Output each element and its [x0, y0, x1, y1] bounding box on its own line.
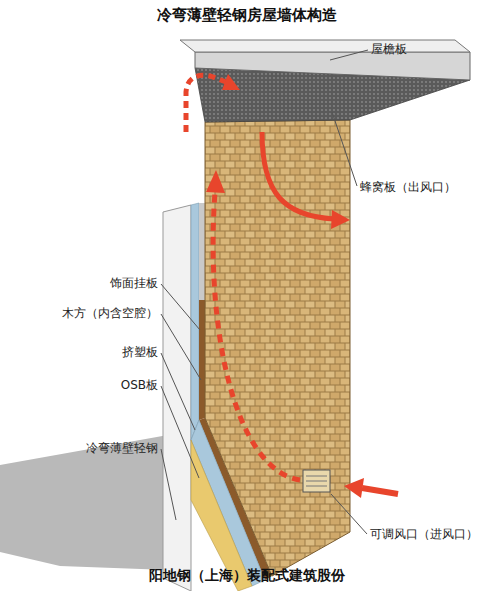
ground-shadow [0, 435, 168, 570]
eave-front [195, 52, 470, 80]
vent [303, 470, 330, 492]
part-label: 饰面挂板 [110, 276, 158, 290]
part-label: 挤塑板 [122, 345, 158, 359]
part-label: 冷弯薄壁轻钢 [86, 441, 158, 455]
brick-wall [205, 120, 350, 576]
part-label: 可调风口（进风口） [370, 527, 478, 541]
leader-lines [161, 50, 368, 534]
wood-strip [199, 300, 205, 420]
airflow-arrows [186, 75, 398, 494]
eave-top [180, 40, 470, 52]
steel-panel [163, 205, 191, 591]
diagram-title: 冷弯薄壁轻钢房屋墙体构造 [0, 6, 494, 25]
arrow-heads [206, 74, 364, 498]
part-label: 屋檐板 [371, 42, 407, 56]
part-label: 蜂窝板（出风口） [360, 180, 456, 194]
part-label: OSB板 [121, 378, 158, 392]
diagram-caption: 阳地钢（上海）装配式建筑股份 [0, 567, 494, 585]
cladding-edge [199, 203, 205, 300]
part-label: 木方（内含空腔） [62, 306, 158, 320]
